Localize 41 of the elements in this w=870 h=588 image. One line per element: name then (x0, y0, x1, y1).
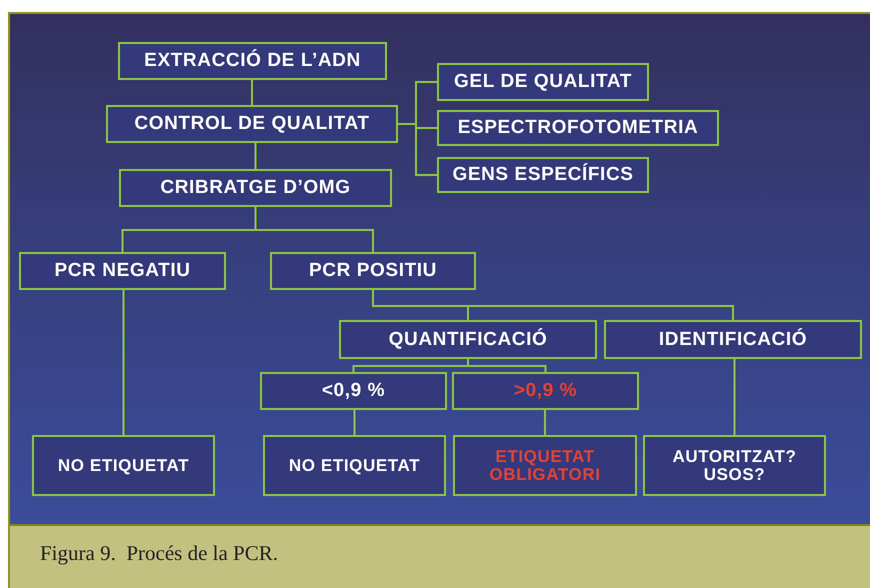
box-label: IDENTIFICACIÓ (658, 330, 808, 350)
process-box (263, 435, 446, 496)
box-label: PCR POSITIU (308, 261, 438, 281)
connector-line (122, 290, 124, 435)
box-label: EXTRACCIÓ DE L’ADN (143, 51, 362, 71)
process-box (437, 157, 649, 193)
process-box (32, 435, 215, 496)
box-label: CONTROL DE QUALITAT (133, 114, 371, 134)
figure-caption: Figura 9. Procés de la PCR. (40, 541, 278, 566)
connector-line (544, 410, 546, 435)
process-box (19, 252, 226, 290)
connector-line (254, 207, 374, 252)
process-box (604, 320, 862, 359)
connector-line (354, 410, 356, 435)
process-box (437, 110, 719, 146)
box-label: <0,9 % (320, 381, 386, 401)
box-label: AUTORITZAT? USOS? (671, 448, 798, 484)
box-label: CRIBRATGE D’OMG (159, 178, 352, 198)
process-box (270, 252, 476, 290)
connector-line (251, 80, 253, 105)
process-box (643, 435, 826, 496)
process-box (118, 42, 387, 80)
box-label: GEL DE QUALITAT (453, 72, 633, 92)
process-box (119, 169, 392, 207)
connector-line (254, 143, 256, 169)
box-label: QUANTIFICACIÓ (388, 330, 548, 350)
box-label: ESPECTROFOTOMETRIA (456, 118, 700, 138)
process-box (452, 372, 639, 410)
box-label: NO ETIQUETAT (288, 456, 420, 474)
process-box (260, 372, 447, 410)
box-label: GENS ESPECÍFICS (451, 165, 635, 185)
process-box (437, 63, 649, 101)
process-box (453, 435, 637, 496)
connector-line (734, 359, 736, 435)
box-label: PCR NEGATIU (53, 261, 192, 281)
box-label: ETIQUETAT OBLIGATORI (488, 448, 602, 484)
process-box (106, 105, 398, 143)
process-box (339, 320, 597, 359)
box-label: >0,9 % (512, 381, 578, 401)
box-label: NO ETIQUETAT (58, 456, 190, 474)
connector-line (372, 290, 734, 320)
